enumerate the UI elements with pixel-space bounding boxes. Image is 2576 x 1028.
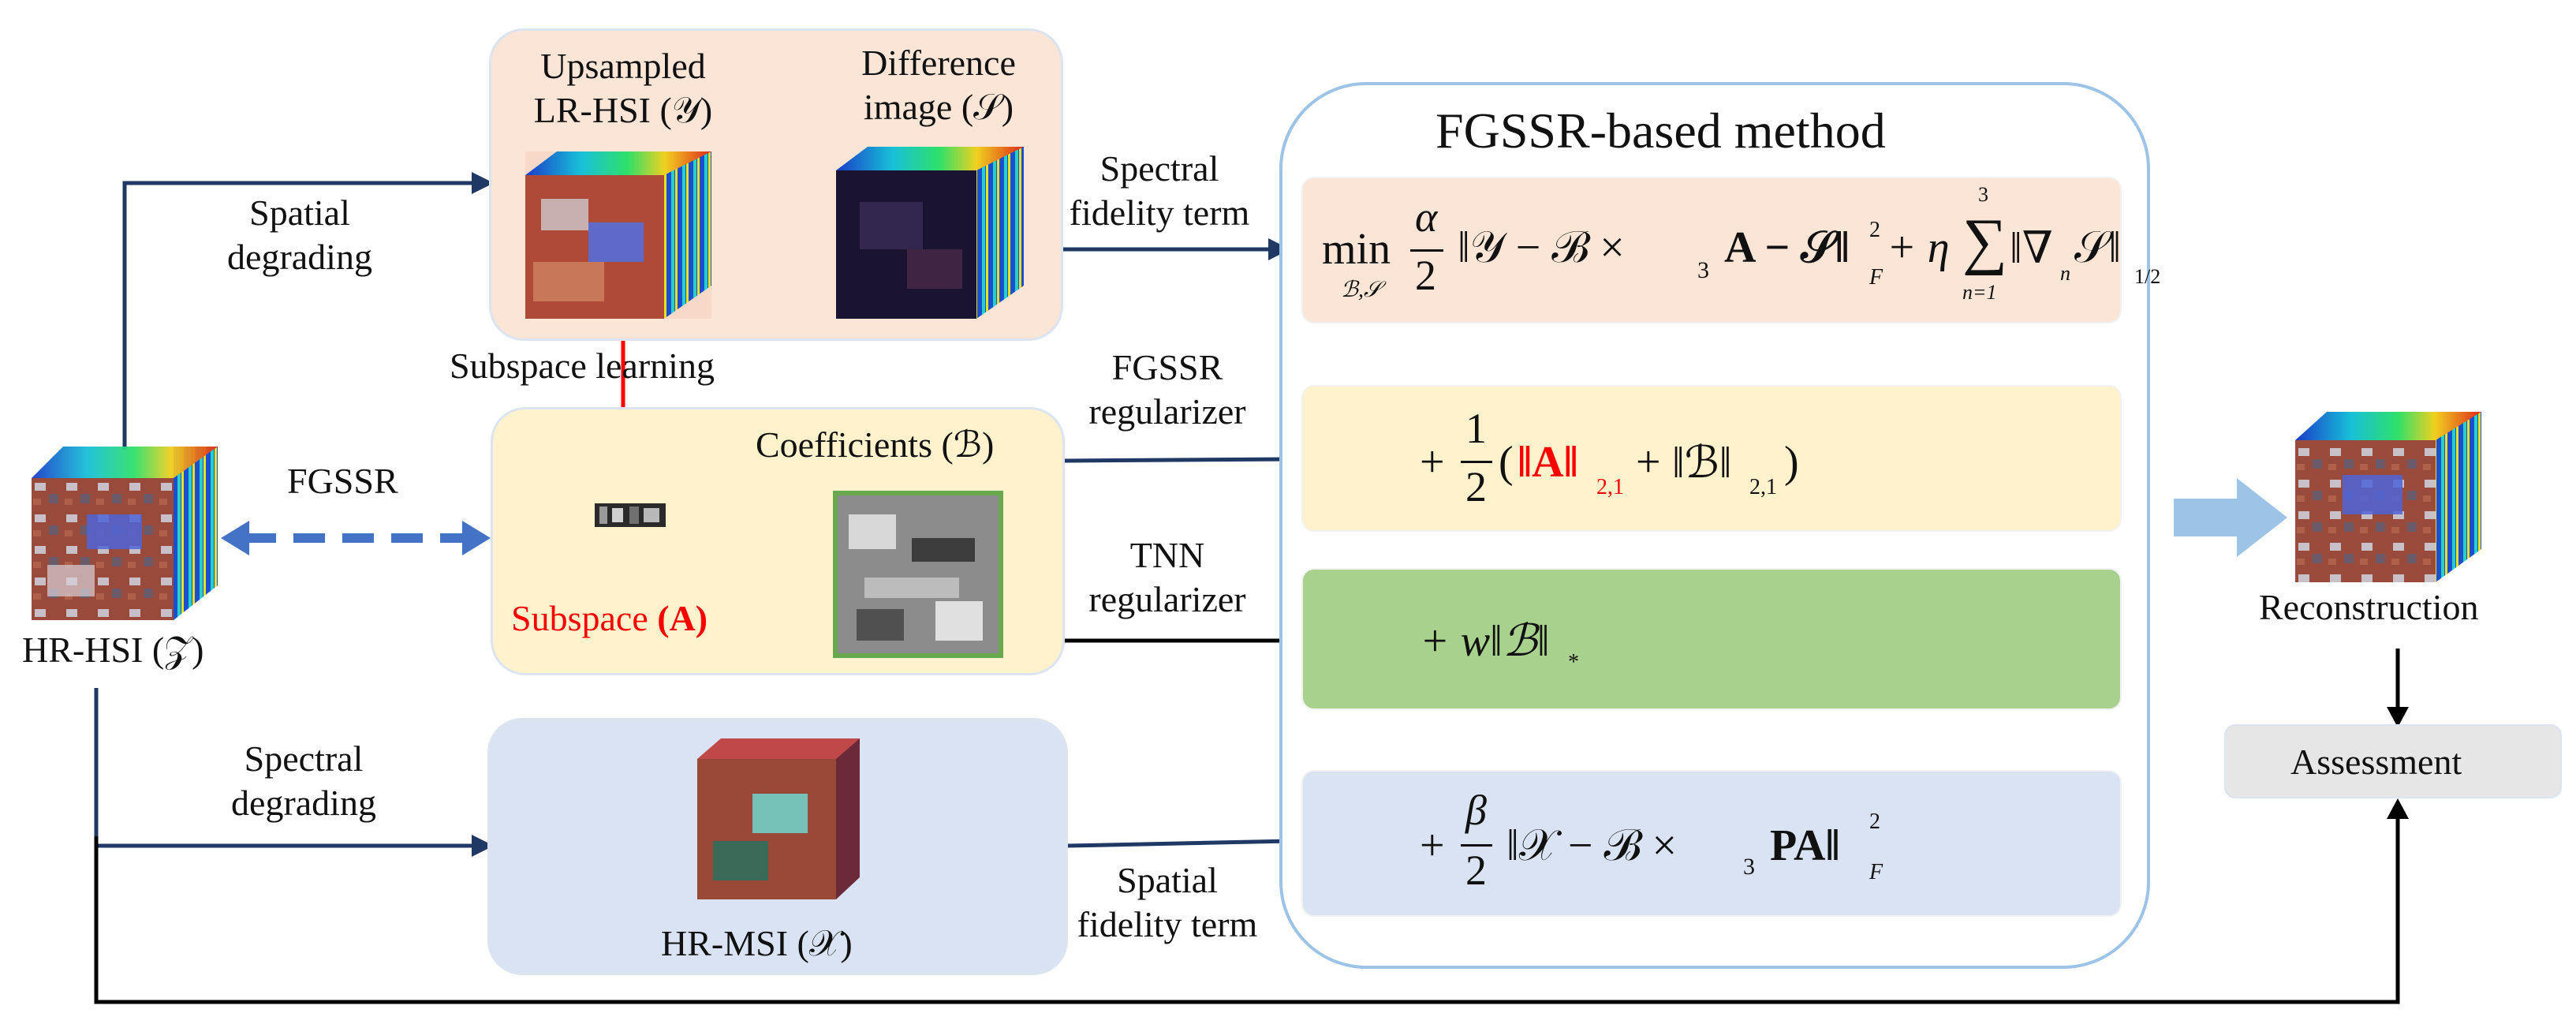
upsampled-lr-hsi-cube-image <box>525 151 711 319</box>
method-title: FGSSR-based method <box>1435 103 1886 159</box>
spatial-fidelity-arrow <box>1067 839 1291 848</box>
hr-msi-label: HR-MSI (𝒳) <box>661 923 853 963</box>
assessment-box <box>2224 724 2562 798</box>
subspace-label: Subspace (A) <box>511 598 708 638</box>
subspace-learning-label: Subspace learning <box>450 346 715 386</box>
reconstruction-label: Reconstruction <box>2259 587 2479 627</box>
reconstruction-cube-image <box>2295 412 2481 582</box>
coefficients-label: Coefficients (ℬ) <box>756 424 995 465</box>
subspace-matrix-image <box>595 503 666 527</box>
formula-term2: + 1 2 ( ‖A‖ 2,1 + ‖ℬ‖ 2,1 ) <box>1420 405 1799 510</box>
term4-box <box>1301 770 2122 917</box>
term2-box <box>1301 385 2122 532</box>
assessment-loop-arrow <box>94 813 2400 1004</box>
formula-term4: + β 2 ‖𝒳 − ℬ × 3 PA‖ 2 F <box>1420 787 1883 894</box>
coefficients-image <box>833 491 1003 658</box>
fgssr-label: FGSSR <box>287 461 398 501</box>
spatial-degrading-arrow <box>122 181 489 450</box>
difference-image-cube-image <box>836 147 1024 319</box>
hr-msi-cube-image <box>697 738 860 899</box>
formula-term3: + w‖ℬ‖ * <box>1420 617 1579 675</box>
big-output-arrow <box>2174 478 2287 557</box>
hr-hsi-label: HR-HSI (𝒵) <box>22 630 204 670</box>
hr-hsi-cube-image <box>32 447 218 620</box>
term3-box <box>1301 568 2122 710</box>
assessment-label: Assessment <box>2290 742 2462 782</box>
formula-term1: min ℬ,𝒮 α 2 ‖𝒴 − ℬ × 3 A − 𝒮‖ 2 F + η 3 … <box>1322 183 2161 304</box>
fgssr-regularizer-arrow <box>1064 457 1291 463</box>
